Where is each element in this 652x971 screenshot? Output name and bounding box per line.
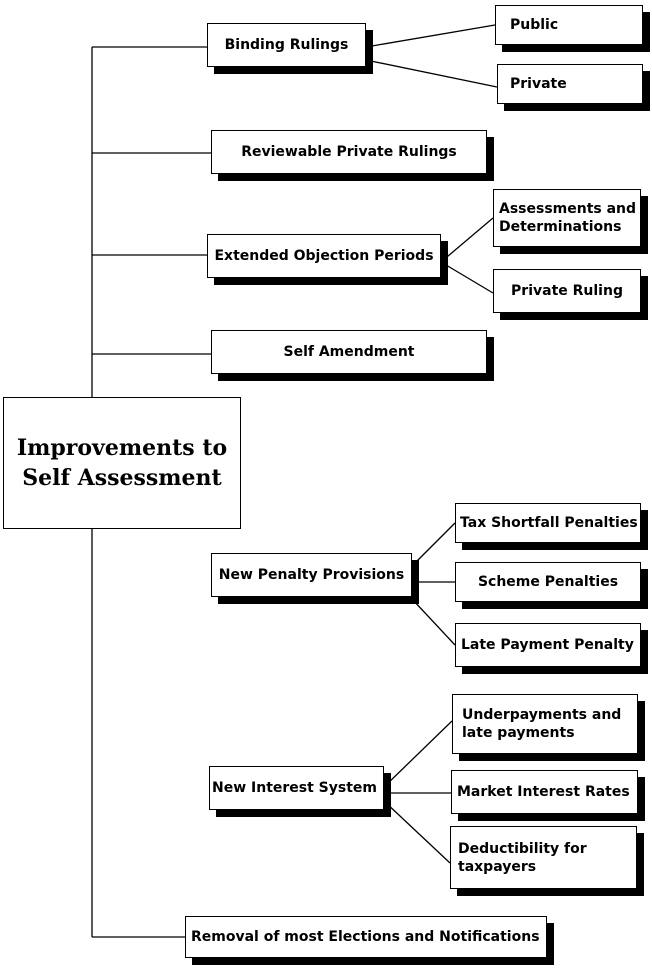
link-late-payment [411,598,456,646]
link-assessments [440,217,494,263]
link-public [365,24,496,48]
binding-rulings-box: Binding Rulings [207,23,366,67]
new-penalty-label: New Penalty Provisions [218,567,405,583]
extended-objection-label: Extended Objection Periods [214,248,434,264]
reviewable-rulings-box: Reviewable Private Rulings [211,130,487,174]
link-private [365,59,498,88]
removal-box: Removal of most Elections and Notificati… [185,916,547,958]
link-private-ruling [440,261,494,294]
binding-rulings-label: Binding Rulings [224,37,349,53]
new-interest-label: New Interest System [212,780,377,796]
link-underpayments [383,720,453,788]
link-deductibility [383,800,451,864]
removal-label: Removal of most Elections and Notificati… [191,929,540,945]
self-amendment-box: Self Amendment [211,330,487,374]
tax-shortfall-label: Tax Shortfall Penalties [460,515,638,531]
root-title: Improvements to Self Assessment [16,435,228,491]
public-box: Public [495,5,643,45]
new-penalty-box: New Penalty Provisions [211,553,412,597]
new-interest-box: New Interest System [209,766,384,810]
extended-objection-box: Extended Objection Periods [207,234,441,278]
deductibility-label: Deductibility for taxpayers [458,840,587,875]
assessments-label: Assessments and Determinations [499,201,637,235]
public-label: Public [510,17,559,33]
link-tax-shortfall [411,522,456,567]
scheme-penalties-box: Scheme Penalties [455,562,641,602]
private-box: Private [497,64,643,104]
market-interest-label: Market Interest Rates [457,784,630,800]
late-payment-label: Late Payment Penalty [461,637,634,653]
reviewable-rulings-label: Reviewable Private Rulings [241,144,457,160]
assessments-box: Assessments and Determinations [493,189,641,247]
tax-shortfall-box: Tax Shortfall Penalties [455,503,641,543]
deductibility-box: Deductibility for taxpayers [450,826,637,889]
private-ruling-label: Private Ruling [511,283,623,299]
market-interest-box: Market Interest Rates [451,770,638,814]
private-label: Private [510,76,567,92]
root-node-box: Improvements to Self Assessment [3,397,241,529]
underpayments-label: Underpayments and late payments [462,707,622,741]
private-ruling-box: Private Ruling [493,269,641,313]
late-payment-box: Late Payment Penalty [455,623,641,667]
self-amendment-label: Self Amendment [283,344,415,360]
scheme-penalties-label: Scheme Penalties [477,574,619,590]
underpayments-box: Underpayments and late payments [452,694,638,754]
